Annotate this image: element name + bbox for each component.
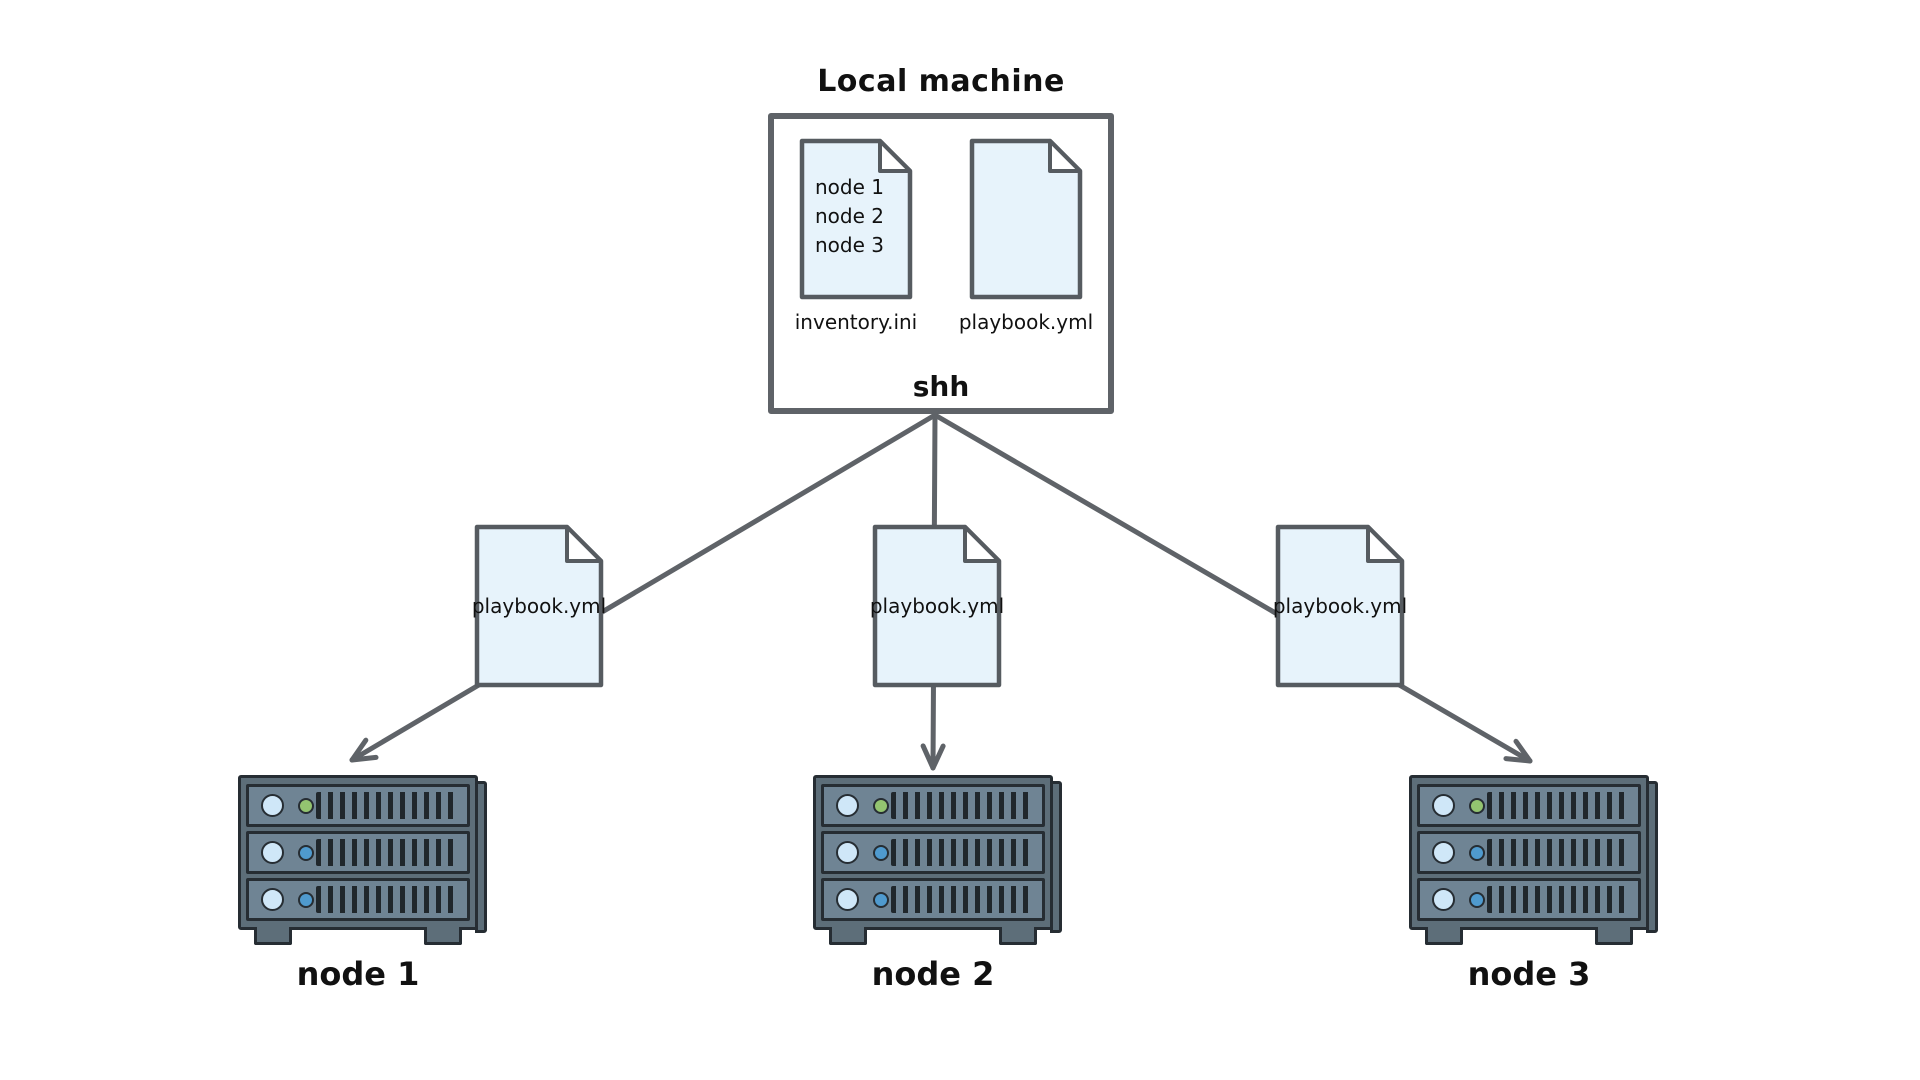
status-led-icon — [873, 891, 889, 908]
file-icon — [1275, 524, 1405, 688]
rack-foot — [829, 927, 867, 945]
rack-unit — [821, 784, 1045, 827]
ssh-label: shh — [912, 370, 970, 403]
playbook-file-name: playbook.yml — [471, 594, 607, 618]
playbook-file — [968, 137, 1084, 301]
folded-corner-icon — [963, 525, 1001, 563]
inventory-line: node 1 — [815, 175, 884, 199]
power-led-icon — [1432, 888, 1455, 911]
inventory-file: node 1 node 2 node 3 — [798, 137, 914, 301]
rack-body — [238, 775, 478, 930]
inventory-file-label: inventory.ini — [794, 310, 918, 334]
status-led-icon — [298, 844, 314, 861]
vent-grill-icon — [316, 839, 455, 866]
power-led-icon — [261, 841, 284, 864]
arrow-to-node-3 — [932, 412, 1533, 764]
power-led-icon — [836, 794, 859, 817]
rack-foot — [1425, 927, 1463, 945]
rack-unit — [1417, 784, 1641, 827]
vent-grill-icon — [891, 886, 1030, 913]
status-led-icon — [873, 797, 889, 814]
rack-foot — [999, 927, 1037, 945]
folded-corner-icon — [878, 139, 912, 173]
inventory-file-contents: node 1 node 2 node 3 — [815, 173, 884, 260]
power-led-icon — [261, 888, 284, 911]
file-icon — [872, 524, 1002, 688]
power-led-icon — [836, 888, 859, 911]
status-led-icon — [298, 797, 314, 814]
vent-grill-icon — [891, 839, 1030, 866]
file-icon — [474, 524, 604, 688]
node-2-label: node 2 — [871, 955, 995, 993]
power-led-icon — [1432, 794, 1455, 817]
node-1-label: node 1 — [296, 955, 420, 993]
rack-unit — [246, 784, 470, 827]
status-led-icon — [298, 891, 314, 908]
file-icon — [969, 138, 1083, 300]
status-led-icon — [1469, 891, 1485, 908]
vent-grill-icon — [316, 886, 455, 913]
folded-corner-icon — [1366, 525, 1404, 563]
vent-grill-icon — [1487, 839, 1626, 866]
inventory-line: node 3 — [815, 233, 884, 257]
inventory-line: node 2 — [815, 204, 884, 228]
server-rack-node-3 — [1409, 775, 1658, 945]
playbook-file-name: playbook.yml — [1272, 594, 1408, 618]
status-led-icon — [1469, 797, 1485, 814]
rack-unit — [821, 831, 1045, 874]
vent-grill-icon — [316, 792, 455, 819]
vent-grill-icon — [1487, 792, 1626, 819]
rack-body — [1409, 775, 1649, 930]
server-rack-node-1 — [238, 775, 487, 945]
power-led-icon — [1432, 841, 1455, 864]
playbook-file-name: playbook.yml — [869, 594, 1005, 618]
rack-unit — [246, 831, 470, 874]
rack-unit — [1417, 831, 1641, 874]
folded-corner-icon — [565, 525, 603, 563]
rack-foot — [254, 927, 292, 945]
rack-unit — [1417, 878, 1641, 921]
power-led-icon — [261, 794, 284, 817]
server-rack-node-2 — [813, 775, 1062, 945]
node-3-label: node 3 — [1467, 955, 1591, 993]
rack-unit — [246, 878, 470, 921]
rack-body — [813, 775, 1053, 930]
status-led-icon — [873, 844, 889, 861]
rack-foot — [1595, 927, 1633, 945]
rack-foot — [424, 927, 462, 945]
rack-unit — [821, 878, 1045, 921]
arrow-to-node-1 — [349, 412, 938, 763]
playbook-file-node-1: playbook.yml — [471, 523, 607, 689]
file-icon — [799, 138, 913, 300]
vent-grill-icon — [891, 792, 1030, 819]
power-led-icon — [836, 841, 859, 864]
status-led-icon — [1469, 844, 1485, 861]
folded-corner-icon — [1048, 139, 1082, 173]
local-machine-title: Local machine — [817, 64, 1065, 99]
vent-grill-icon — [1487, 886, 1626, 913]
playbook-file-node-2: playbook.yml — [869, 523, 1005, 689]
playbook-file-label: playbook.yml — [958, 310, 1094, 334]
playbook-file-node-3: playbook.yml — [1272, 523, 1408, 689]
